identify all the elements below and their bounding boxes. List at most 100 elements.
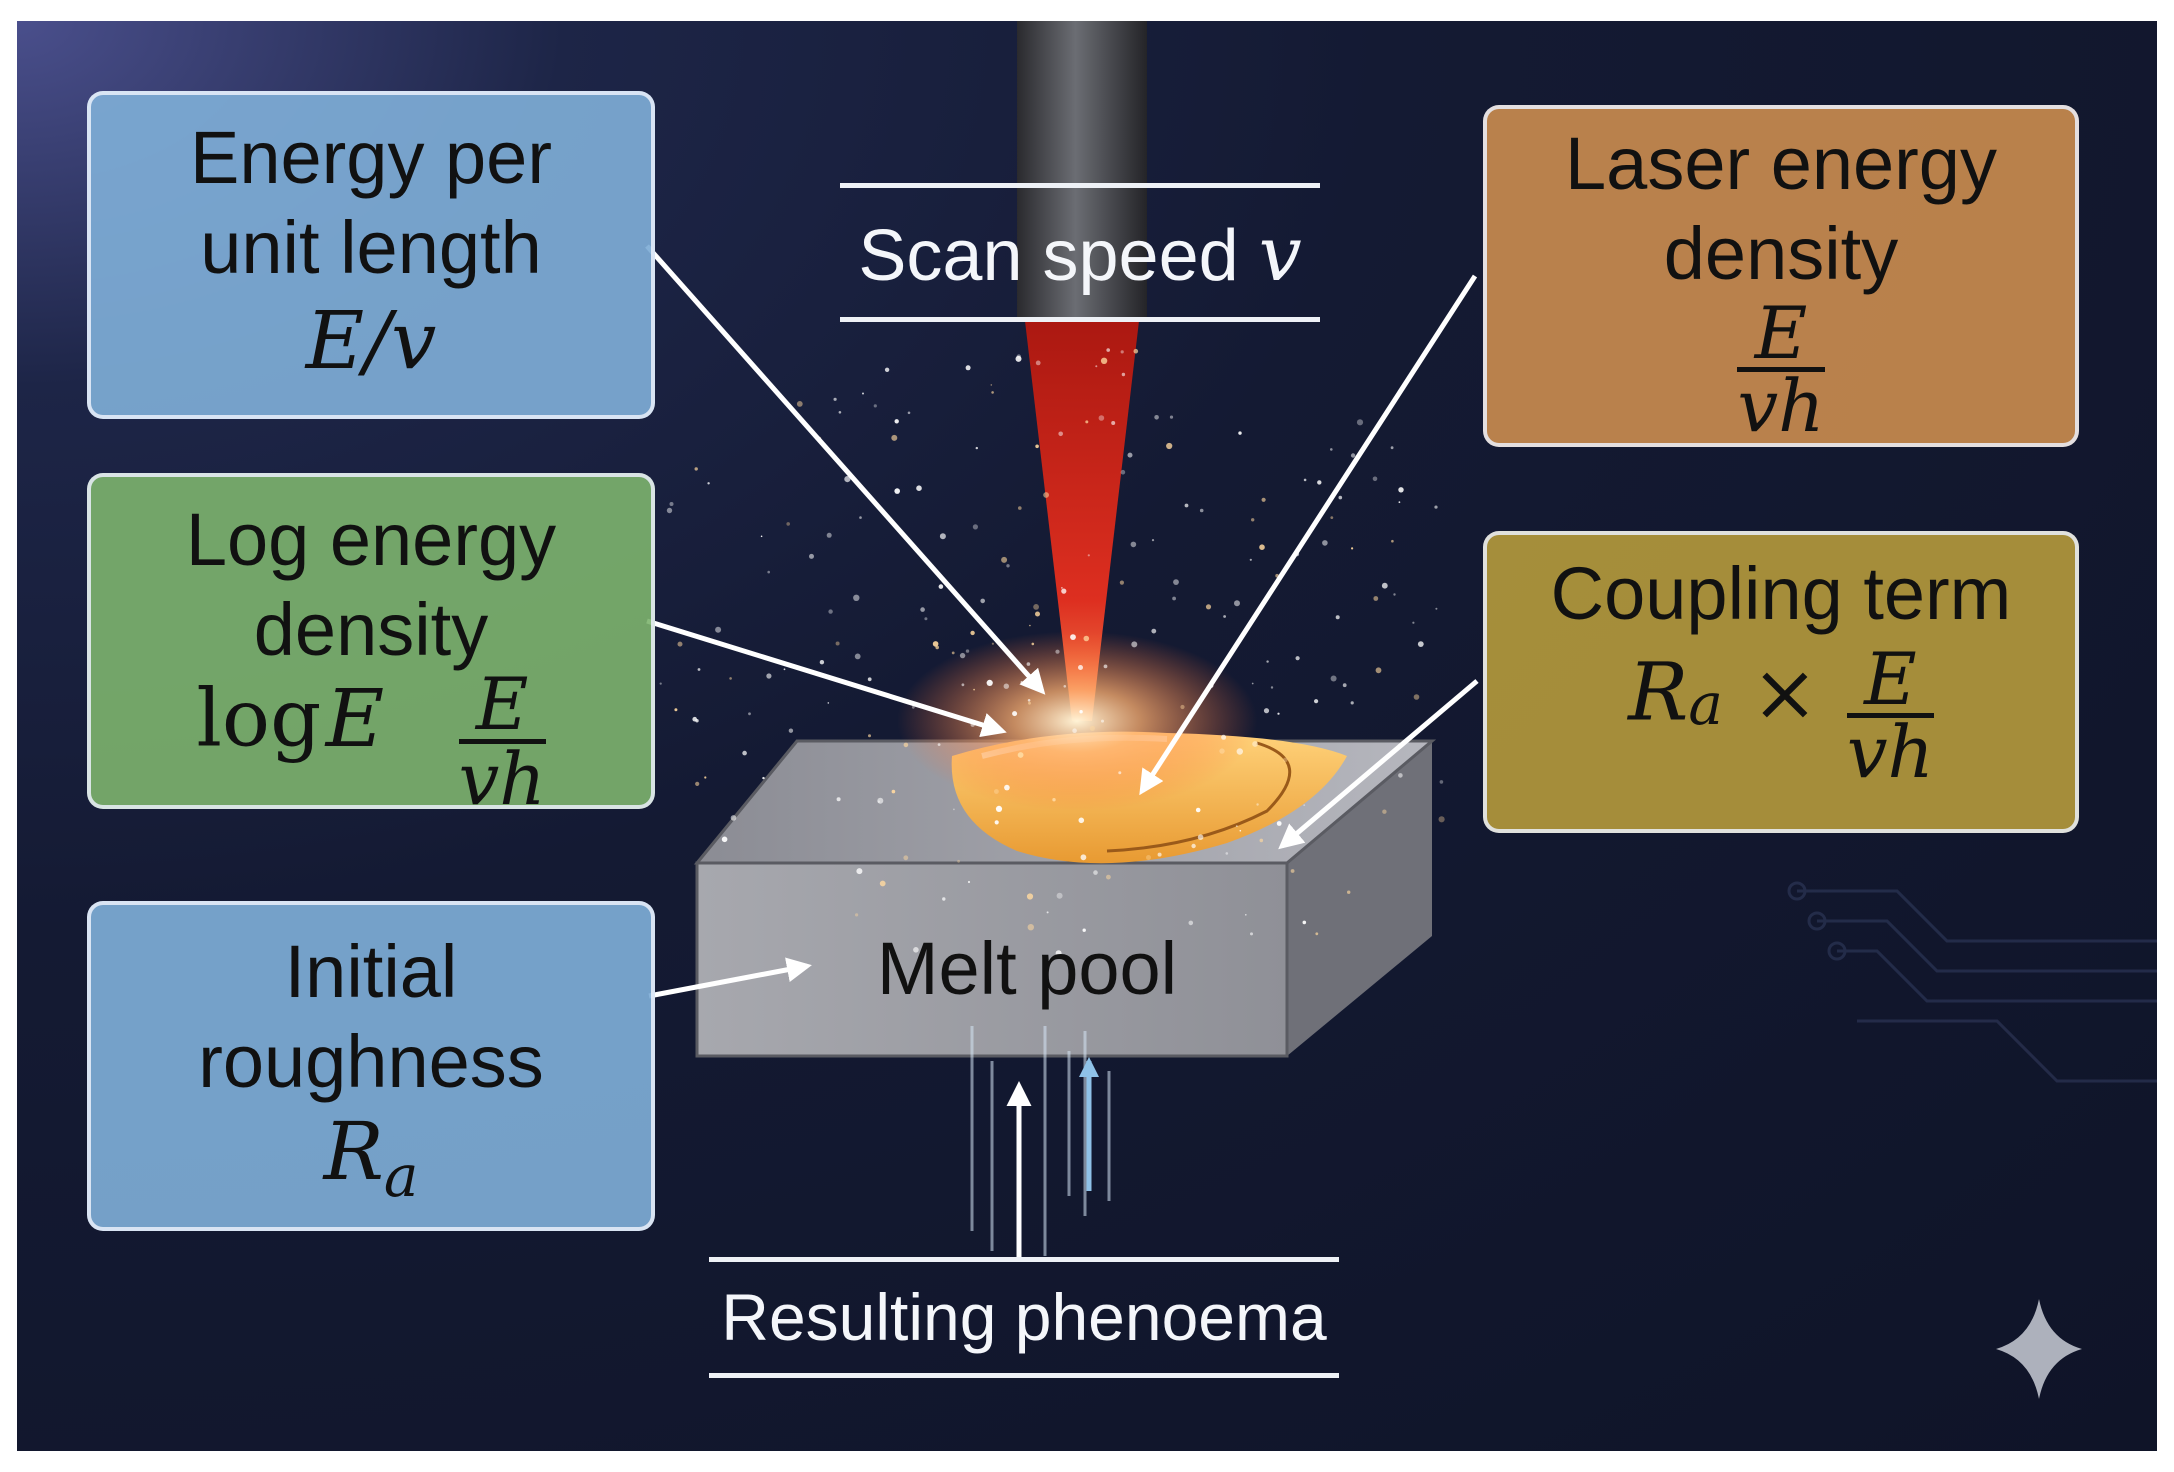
spark-dot (1027, 699, 1031, 702)
spark-dot (1151, 539, 1155, 542)
spark-dot (1350, 453, 1356, 458)
spark-dot (1151, 628, 1157, 634)
spark-dot (884, 367, 890, 372)
spark-dot (970, 630, 975, 636)
spark-dot (1061, 587, 1063, 589)
spark-dot (1335, 615, 1340, 620)
spark-dot (891, 789, 896, 794)
spark-dot (1033, 604, 1039, 610)
spark-dot (1157, 852, 1162, 857)
spark-dot (1020, 681, 1023, 684)
spark-dot (854, 653, 861, 660)
spark-dot (873, 404, 877, 408)
spark-dot (1078, 665, 1083, 670)
spark-dot (1277, 712, 1280, 715)
spark-dot (1317, 480, 1322, 485)
spark-dot (1270, 686, 1274, 689)
spark-dot (1055, 950, 1062, 957)
spark-dot (973, 688, 975, 691)
spark-dot (697, 668, 701, 671)
spark-dot (1303, 804, 1306, 806)
roughness-symbol: R (323, 1105, 384, 1198)
spark-dot (1435, 607, 1438, 610)
spark-dot (1234, 600, 1240, 607)
spark-dot (907, 411, 911, 415)
spark-dot (1166, 442, 1173, 450)
spark-dot (1390, 446, 1394, 450)
box-laser-energy-line1: Laser energy (1565, 122, 1997, 205)
spark-dot (953, 808, 955, 811)
spark-dot (951, 651, 955, 655)
spark-dot (1393, 593, 1396, 596)
spark-dot (674, 708, 678, 712)
spark-dot (1078, 817, 1085, 824)
fraction-denominator: vh (1737, 364, 1825, 448)
spark-dot (1322, 540, 1328, 546)
box-coupling-line1: Coupling term (1550, 552, 2012, 635)
scan-speed-rule-bottom (840, 317, 1320, 322)
diagram-canvas: Energy per unit length E/v Log energy de… (17, 21, 2157, 1451)
box-laser-energy-density: Laser energy density E vh (1483, 105, 2079, 447)
spark-dot (1180, 704, 1185, 710)
spark-dot (1245, 914, 1247, 916)
box-energy-per-unit-length: Energy per unit length E/v (87, 91, 655, 419)
spark-dot (1028, 701, 1031, 705)
spark-particles (659, 348, 1445, 968)
spark-dot (1261, 497, 1266, 502)
spark-dot (1026, 893, 1034, 900)
resulting-rule-top (709, 1257, 1339, 1262)
spark-dot (1330, 675, 1337, 682)
fraction-denominator: vh (1846, 710, 1934, 794)
spark-dot (868, 734, 871, 738)
spark-dot (1205, 604, 1212, 610)
spark-dot (1398, 487, 1404, 493)
scan-speed-label: Scan speed (858, 216, 1239, 296)
spark-dot (707, 482, 710, 485)
spark-dot (1338, 495, 1343, 500)
spark-dot (1052, 798, 1056, 802)
spark-dot (1439, 780, 1444, 784)
spark-dot (1351, 547, 1354, 550)
spark-dot (1417, 641, 1424, 647)
spark-dot (835, 641, 840, 646)
spark-dot (1315, 932, 1319, 936)
spark-dot (986, 679, 993, 687)
spark-dot (1251, 518, 1255, 522)
spark-dot (1350, 701, 1354, 705)
fraction-numerator: E (1846, 643, 1934, 718)
spark-dot (721, 836, 728, 843)
scan-speed-rule-top (840, 183, 1320, 188)
spark-dot (1087, 554, 1090, 557)
spark-dot (1043, 492, 1049, 498)
spark-dot (669, 502, 674, 506)
spark-dot (828, 609, 833, 614)
spark-dot (1043, 965, 1047, 968)
spark-dot (1398, 773, 1403, 778)
spark-dot (1119, 580, 1124, 585)
spark-dot (894, 419, 899, 424)
spark-dot (1035, 360, 1041, 366)
arrow-coupling (1278, 679, 1479, 850)
spark-dot (1026, 662, 1031, 666)
spark-dot (1266, 660, 1269, 663)
box-roughness-line1: Initial (284, 930, 458, 1013)
spark-dot (1035, 444, 1039, 449)
spark-dot (836, 797, 841, 802)
spark-dot (1154, 415, 1159, 420)
spark-dot (1080, 854, 1087, 861)
spark-dot (932, 641, 939, 647)
log-variable: E (325, 671, 385, 765)
spark-dot (1412, 621, 1415, 624)
spark-dot (1003, 683, 1009, 689)
spark-dot (911, 705, 915, 709)
spark-dot (1342, 683, 1347, 688)
spark-dot (1434, 505, 1438, 509)
spark-dot (1169, 415, 1174, 419)
spark-dot (1172, 596, 1176, 601)
spark-dot (938, 584, 944, 589)
spark-dot (767, 570, 770, 574)
spark-dot (894, 488, 900, 494)
spark-dot (980, 598, 985, 604)
spark-dot (965, 365, 971, 371)
resulting-caption: Resulting phenoema (721, 1280, 1327, 1354)
